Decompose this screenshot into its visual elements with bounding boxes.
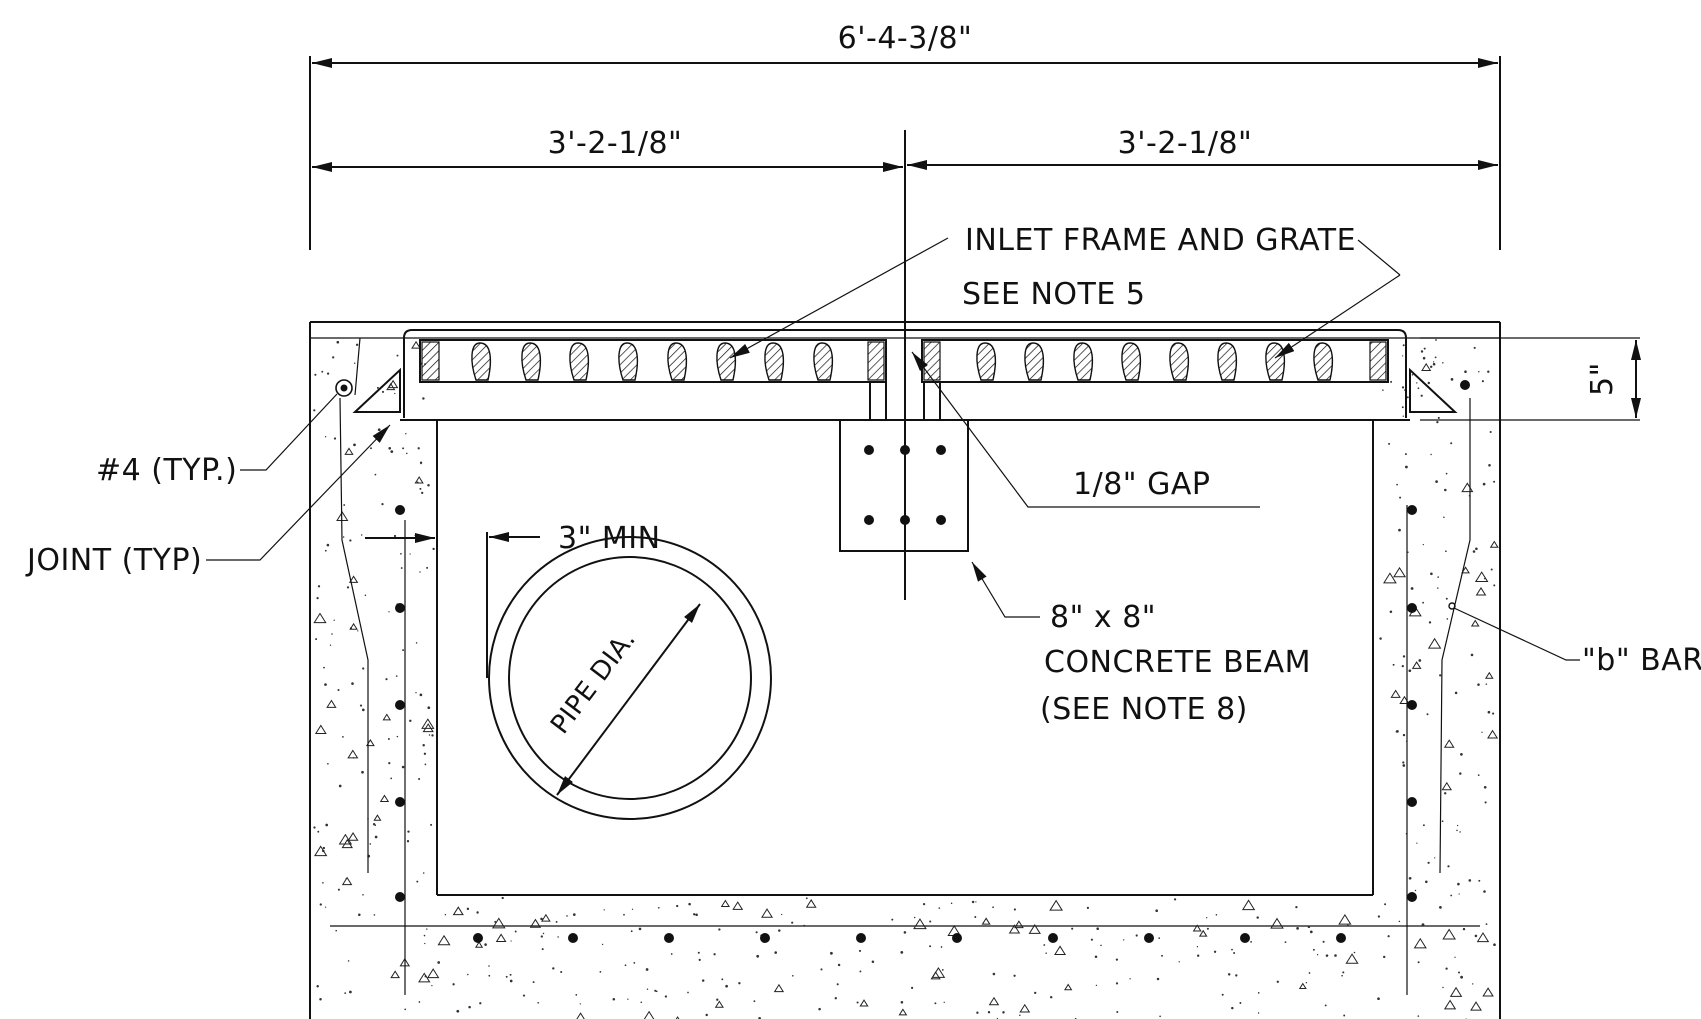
inlet-frame-label-line2: SEE NOTE 5 bbox=[962, 277, 1145, 312]
grate-bar bbox=[976, 342, 997, 381]
dimension-overall: 6'-4-3/8" bbox=[309, 21, 1501, 250]
rebar-dots bbox=[395, 380, 1470, 943]
rebar-dot bbox=[664, 933, 674, 943]
rebar-dot bbox=[856, 933, 866, 943]
grate-bar bbox=[1265, 342, 1286, 381]
rebar-dot bbox=[952, 933, 962, 943]
wall-reinforcement bbox=[339, 337, 1471, 995]
min-clearance-label: 3" MIN bbox=[558, 521, 661, 556]
rebar-dot bbox=[473, 933, 483, 943]
rebar-dot bbox=[1407, 797, 1417, 807]
rebar-dot bbox=[1407, 892, 1417, 902]
grate-bar bbox=[1024, 342, 1045, 381]
frame-haunches bbox=[352, 367, 1458, 413]
grate-bar bbox=[1217, 342, 1238, 381]
grate-bars bbox=[471, 342, 1334, 381]
beam-label-line1: 8" x 8" bbox=[1050, 600, 1156, 635]
dimension-frame-depth: 5" bbox=[1420, 337, 1641, 421]
left-half-label: 3'-2-1/8" bbox=[548, 126, 683, 161]
grate-bar bbox=[667, 342, 688, 381]
grate-bar bbox=[618, 342, 639, 381]
inlet-frame-label-line1: INLET FRAME AND GRATE bbox=[965, 223, 1356, 258]
rebar-dot bbox=[1407, 700, 1417, 710]
b-bar-label: "b" BAR bbox=[1582, 643, 1701, 678]
grate-bar bbox=[1169, 342, 1190, 381]
callout-b-bar: "b" BAR bbox=[1448, 602, 1701, 678]
right-half-label: 3'-2-1/8" bbox=[1118, 126, 1253, 161]
rebar-dot bbox=[395, 892, 405, 902]
callout-gap: 1/8" GAP bbox=[911, 351, 1260, 508]
grate-bar bbox=[1073, 342, 1094, 381]
rebar-dot bbox=[1460, 380, 1470, 390]
beam-label-line3: (SEE NOTE 8) bbox=[1040, 692, 1248, 727]
rebar-dot bbox=[1144, 933, 1154, 943]
grate-bar bbox=[471, 342, 492, 381]
rebar-dot bbox=[395, 700, 405, 710]
grate-bar bbox=[813, 342, 834, 381]
callout-joint: JOINT (TYP) bbox=[25, 424, 391, 578]
rebar-dot bbox=[395, 797, 405, 807]
rebar-dot bbox=[1336, 933, 1346, 943]
grate-bar bbox=[764, 342, 785, 381]
rebar-dot bbox=[395, 603, 405, 613]
frame-depth-label: 5" bbox=[1585, 362, 1620, 396]
joint-label: JOINT (TYP) bbox=[25, 543, 202, 578]
grate-bar bbox=[716, 342, 737, 381]
pipe: PIPE DIA. 3" MIN bbox=[486, 521, 772, 820]
grate-bar bbox=[521, 342, 542, 381]
grate-bar bbox=[569, 342, 590, 381]
rebar-dot bbox=[1407, 603, 1417, 613]
callout-beam: 8" x 8" CONCRETE BEAM (SEE NOTE 8) bbox=[971, 561, 1311, 727]
rebar-dot bbox=[568, 933, 578, 943]
pipe-diameter-label: PIPE DIA. bbox=[545, 625, 642, 740]
rebar-dot bbox=[395, 505, 405, 515]
rebar-dot bbox=[760, 933, 770, 943]
grate-bar bbox=[1121, 342, 1142, 381]
dimension-halves: 3'-2-1/8" 3'-2-1/8" bbox=[312, 126, 1498, 600]
inlet-frame bbox=[403, 329, 1407, 420]
inlet-box-outline bbox=[309, 321, 1501, 1019]
concrete-beam bbox=[839, 419, 969, 552]
rebar-label: #4 (TYP.) bbox=[96, 453, 237, 488]
rebar-dot bbox=[1048, 933, 1058, 943]
callout-rebar: #4 (TYP.) bbox=[96, 379, 353, 488]
callout-inlet-frame: INLET FRAME AND GRATE SEE NOTE 5 bbox=[729, 223, 1401, 359]
rebar-dot bbox=[1240, 933, 1250, 943]
overall-width-label: 6'-4-3/8" bbox=[838, 21, 973, 56]
grate-bar bbox=[1313, 342, 1334, 381]
gap-label: 1/8" GAP bbox=[1073, 467, 1210, 502]
rebar-dot bbox=[1407, 505, 1417, 515]
beam-label-line2: CONCRETE BEAM bbox=[1044, 645, 1311, 680]
